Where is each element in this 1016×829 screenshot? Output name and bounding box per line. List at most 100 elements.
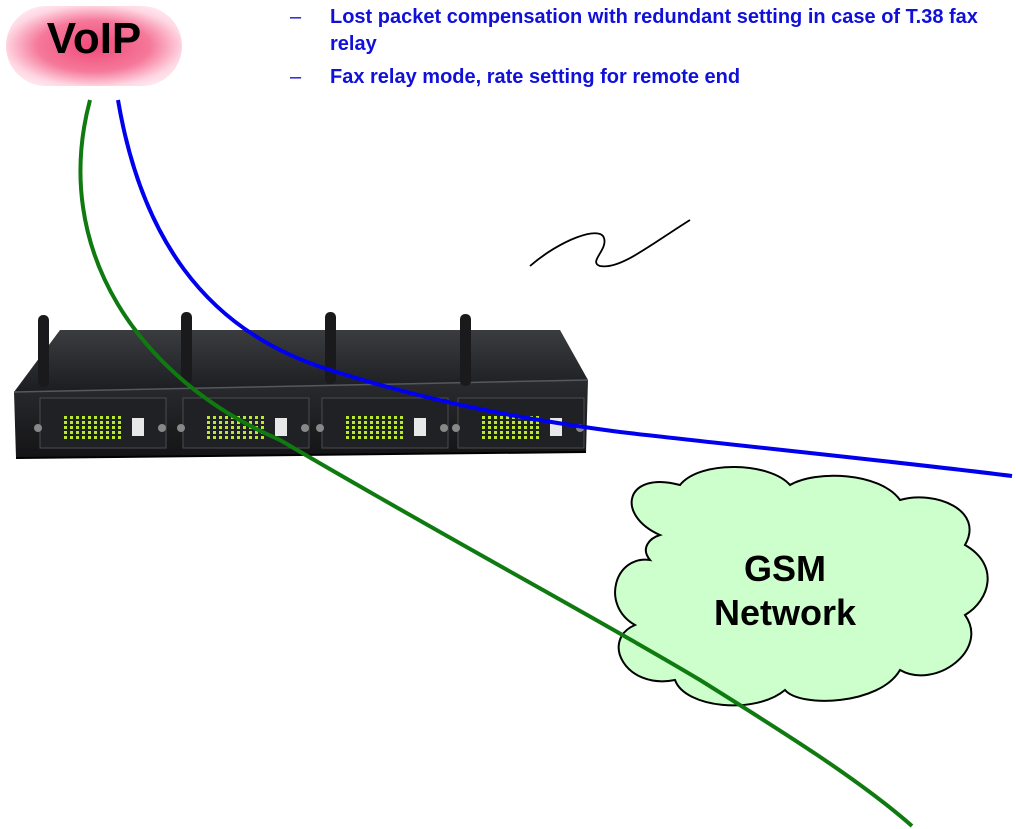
led (255, 421, 258, 424)
led (213, 431, 216, 434)
led (249, 436, 252, 439)
led (346, 436, 349, 439)
led (482, 421, 485, 424)
led (255, 416, 258, 419)
led (82, 421, 85, 424)
led (243, 426, 246, 429)
led (376, 431, 379, 434)
screw-icon (440, 424, 448, 432)
slot-button (132, 418, 144, 436)
led (376, 416, 379, 419)
led (400, 426, 403, 429)
led (76, 421, 79, 424)
voip-green-link (78, 99, 914, 828)
led (358, 426, 361, 429)
led (352, 416, 355, 419)
led (494, 436, 497, 439)
led (207, 421, 210, 424)
led (64, 426, 67, 429)
led (88, 436, 91, 439)
voip-label: VoIP (46, 14, 142, 63)
led (482, 431, 485, 434)
led (207, 431, 210, 434)
led (207, 436, 210, 439)
screw-icon (177, 424, 185, 432)
led (219, 416, 222, 419)
led (358, 431, 361, 434)
led (249, 416, 252, 419)
led (376, 421, 379, 424)
bullet-item: – Lost packet compensation with redundan… (290, 4, 1010, 58)
led (364, 416, 367, 419)
led (231, 431, 234, 434)
led (213, 426, 216, 429)
led (94, 431, 97, 434)
antenna (460, 314, 471, 386)
led (88, 421, 91, 424)
led (370, 421, 373, 424)
led (500, 421, 503, 424)
led (530, 436, 533, 439)
led (376, 436, 379, 439)
led (488, 426, 491, 429)
led (536, 421, 539, 424)
led (506, 436, 509, 439)
led (76, 431, 79, 434)
slot-button (275, 418, 287, 436)
led (518, 426, 521, 429)
led (82, 426, 85, 429)
led (225, 431, 228, 434)
led (370, 431, 373, 434)
led (237, 421, 240, 424)
device-slots (34, 397, 585, 449)
led (88, 426, 91, 429)
led (76, 426, 79, 429)
led (106, 416, 109, 419)
led (488, 436, 491, 439)
led (100, 436, 103, 439)
bullet-list: – Lost packet compensation with redundan… (290, 4, 1010, 97)
antenna (325, 312, 336, 384)
led (530, 426, 533, 429)
led (82, 431, 85, 434)
led (512, 426, 515, 429)
led (388, 426, 391, 429)
led (394, 421, 397, 424)
led (100, 426, 103, 429)
led (249, 421, 252, 424)
gsm-label-line2: Network (713, 592, 857, 633)
screw-icon (34, 424, 42, 432)
led (106, 436, 109, 439)
led (213, 416, 216, 419)
led (70, 436, 73, 439)
led (382, 416, 385, 419)
led (394, 426, 397, 429)
led (352, 426, 355, 429)
led (112, 426, 115, 429)
led (118, 416, 121, 419)
led (370, 436, 373, 439)
led (261, 436, 264, 439)
led (388, 416, 391, 419)
led (219, 421, 222, 424)
led (82, 416, 85, 419)
led (94, 416, 97, 419)
led (524, 431, 527, 434)
led (482, 416, 485, 419)
led (506, 421, 509, 424)
led (118, 421, 121, 424)
led (118, 431, 121, 434)
bullet-text: Fax relay mode, rate setting for remote … (330, 66, 741, 88)
led (64, 436, 67, 439)
led (255, 431, 258, 434)
voip-glow (6, 6, 182, 86)
led (207, 426, 210, 429)
led (225, 416, 228, 419)
led (500, 416, 503, 419)
led (112, 436, 115, 439)
led (388, 436, 391, 439)
led (82, 436, 85, 439)
led (100, 431, 103, 434)
led (219, 426, 222, 429)
led (237, 436, 240, 439)
